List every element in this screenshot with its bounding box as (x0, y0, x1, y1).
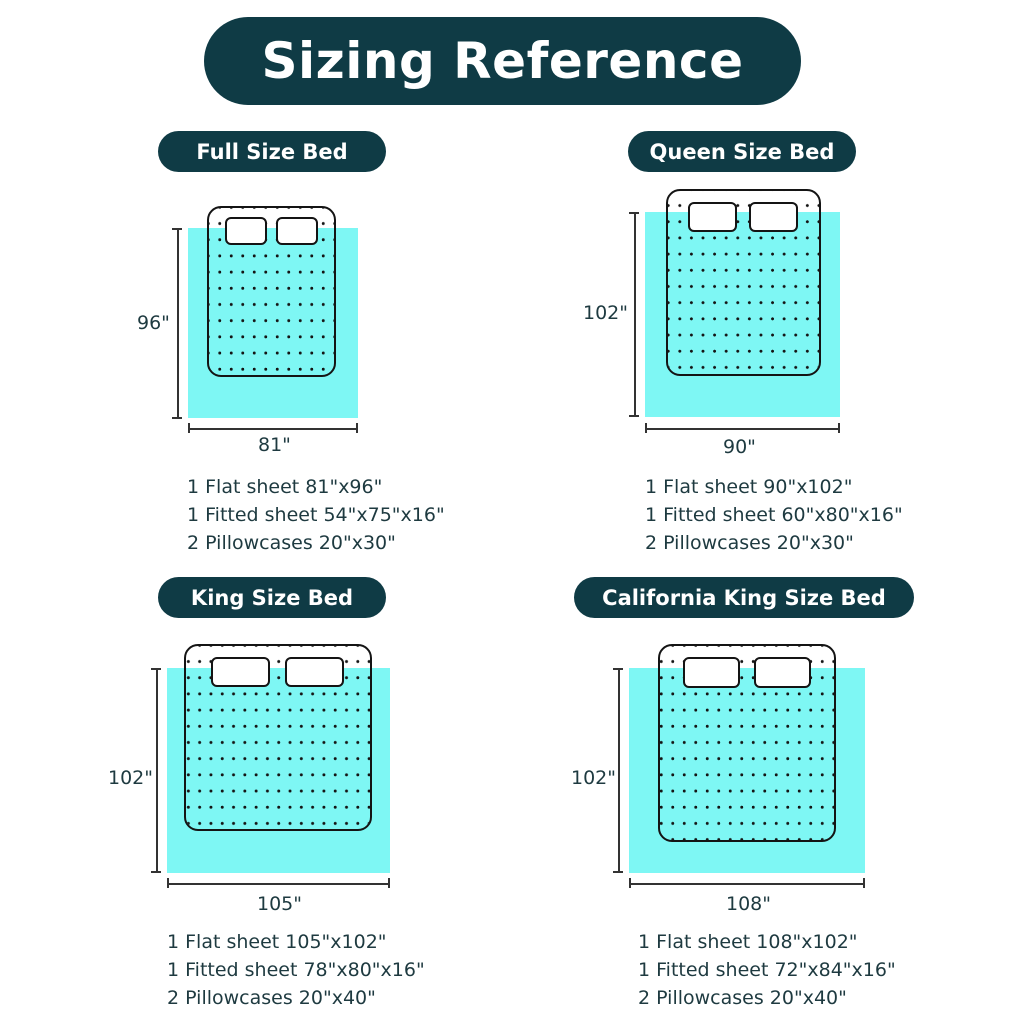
queen-specs: 1 Flat sheet 90"x102" 1 Fitted sheet 60"… (645, 473, 903, 557)
full-pillow-left (225, 217, 267, 245)
cal-king-width-line (629, 883, 865, 885)
queen-spec-pillowcases: 2 Pillowcases 20"x30" (645, 532, 854, 554)
queen-pillow-left (688, 202, 737, 232)
queen-spec-flat: 1 Flat sheet 90"x102" (645, 476, 853, 498)
cal-king-bed-label: California King Size Bed (574, 577, 914, 618)
king-spec-pillowcases: 2 Pillowcases 20"x40" (167, 987, 376, 1009)
queen-width-label: 90" (723, 436, 756, 458)
full-width-line (188, 428, 358, 430)
king-spec-flat: 1 Flat sheet 105"x102" (167, 931, 387, 953)
king-pillow-right (285, 657, 344, 687)
page-title: Sizing Reference (204, 17, 801, 105)
full-bed-label: Full Size Bed (158, 131, 386, 172)
king-height-label: 102" (108, 767, 154, 789)
full-width-label: 81" (258, 434, 291, 456)
full-spec-flat: 1 Flat sheet 81"x96" (187, 476, 383, 498)
king-pillow-left (211, 657, 270, 687)
cal-king-pillow-right (754, 657, 811, 688)
cal-king-spec-flat: 1 Flat sheet 108"x102" (638, 931, 858, 953)
queen-pillow-right (749, 202, 798, 232)
cal-king-spec-pillowcases: 2 Pillowcases 20"x40" (638, 987, 847, 1009)
full-specs: 1 Flat sheet 81"x96" 1 Fitted sheet 54"x… (187, 473, 445, 557)
queen-width-line (645, 428, 840, 430)
queen-height-label: 102" (583, 302, 629, 324)
king-spec-fitted: 1 Fitted sheet 78"x80"x16" (167, 959, 425, 981)
full-spec-fitted: 1 Fitted sheet 54"x75"x16" (187, 504, 445, 526)
cal-king-height-label: 102" (571, 767, 617, 789)
king-specs: 1 Flat sheet 105"x102" 1 Fitted sheet 78… (167, 928, 425, 1012)
king-width-line (167, 883, 390, 885)
cal-king-width-label: 108" (726, 893, 772, 915)
cal-king-specs: 1 Flat sheet 108"x102" 1 Fitted sheet 72… (638, 928, 896, 1012)
full-spec-pillowcases: 2 Pillowcases 20"x30" (187, 532, 396, 554)
full-height-line (177, 228, 179, 418)
cal-king-spec-fitted: 1 Fitted sheet 72"x84"x16" (638, 959, 896, 981)
full-height-label: 96" (137, 312, 170, 334)
king-width-label: 105" (257, 893, 303, 915)
queen-spec-fitted: 1 Fitted sheet 60"x80"x16" (645, 504, 903, 526)
queen-height-line (634, 212, 636, 417)
full-pillow-right (276, 217, 318, 245)
king-bed-label: King Size Bed (158, 577, 386, 618)
king-height-line (156, 668, 158, 873)
cal-king-pillow-left (683, 657, 740, 688)
cal-king-height-line (618, 668, 620, 873)
queen-bed-label: Queen Size Bed (628, 131, 856, 172)
